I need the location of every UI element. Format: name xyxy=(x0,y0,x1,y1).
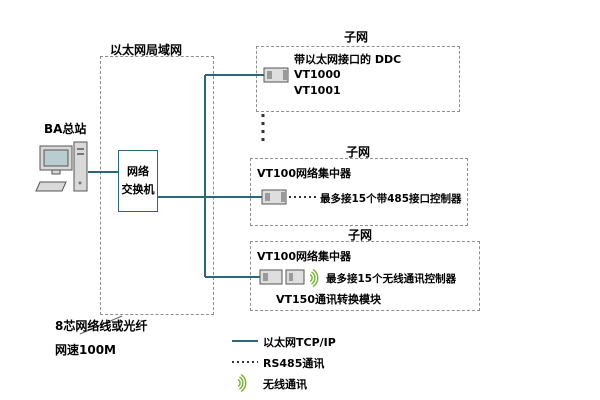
concentrator-device-icon xyxy=(261,189,287,205)
subnet3-title: 子网 xyxy=(348,228,373,242)
subnet3-vt150-label: VT150通讯转换模块 xyxy=(276,293,381,306)
switch-label-line2: 交换机 xyxy=(121,183,155,196)
subnet2-note-label: 最多接15个带485接口控制器 xyxy=(320,193,462,205)
cable-note-line2: 网速100M xyxy=(55,343,116,357)
subnet1-title: 子网 xyxy=(344,30,369,44)
computer-icon xyxy=(35,141,88,192)
lan-dashed-box xyxy=(100,56,214,315)
cable-note-pointer-line xyxy=(79,315,123,335)
legend-rs485-label: RS485通讯 xyxy=(263,357,325,370)
ddc-device-icon xyxy=(263,67,289,83)
subnet3-note-label: 最多接15个无线通讯控制器 xyxy=(326,273,457,285)
subnet2-dashed-box xyxy=(250,158,468,226)
subnet2-title: 子网 xyxy=(346,145,371,159)
legend-wireless-label: 无线通讯 xyxy=(263,378,307,391)
lan-label: 以太网局域网 xyxy=(110,43,183,57)
subnet3-concentrator-label: VT100网络集中器 xyxy=(257,250,351,263)
subnet1-vt1001-label: VT1001 xyxy=(294,84,341,97)
subnet1-dashed-box xyxy=(256,46,460,112)
subnet1-vt1000-label: VT1000 xyxy=(294,68,341,81)
ba-station-label: BA总站 xyxy=(44,122,87,136)
wireless-concentrator-device-icon xyxy=(259,269,305,285)
legend-wireless-icon xyxy=(237,373,247,393)
switch-label-line1: 网络 xyxy=(127,165,149,179)
subnet1-ddc-label: 带以太网接口的 DDC xyxy=(294,53,402,66)
network-switch-box: 网络 交换机 xyxy=(118,150,158,212)
subnet2-concentrator-label: VT100网络集中器 xyxy=(257,167,351,180)
cable-note-line1: 8芯网络线或光纤 xyxy=(55,319,148,333)
wireless-signal-icon xyxy=(309,268,319,288)
legend-ethernet-label: 以太网TCP/IP xyxy=(263,336,336,349)
